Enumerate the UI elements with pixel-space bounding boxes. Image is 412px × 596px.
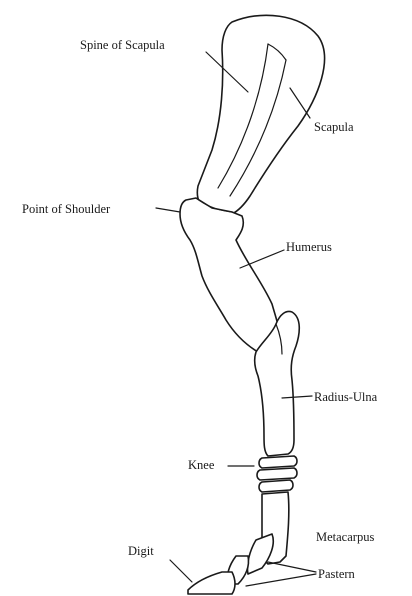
leader-digit (170, 560, 192, 582)
label-spine-of-scapula: Spine of Scapula (80, 38, 165, 52)
label-scapula: Scapula (314, 120, 354, 134)
carpal-bone-3 (259, 480, 293, 492)
scapula-bone (197, 15, 324, 214)
label-metacarpus: Metacarpus (316, 530, 374, 544)
carpal-bone-1 (259, 456, 297, 468)
carpal-bone-2 (257, 468, 297, 480)
label-knee: Knee (188, 458, 214, 472)
leader-pastern-upper (268, 562, 316, 572)
label-humerus: Humerus (286, 240, 332, 254)
leader-pastern-lower (246, 574, 316, 586)
humerus-bone (180, 198, 282, 354)
label-pastern: Pastern (318, 567, 355, 581)
label-digit: Digit (128, 544, 154, 558)
pastern-bone-upper (247, 534, 273, 574)
leader-point-of-shoulder (156, 208, 180, 212)
label-radius-ulna: Radius-Ulna (314, 390, 377, 404)
digit-bone (188, 572, 235, 594)
label-point-of-shoulder: Point of Shoulder (22, 202, 110, 216)
